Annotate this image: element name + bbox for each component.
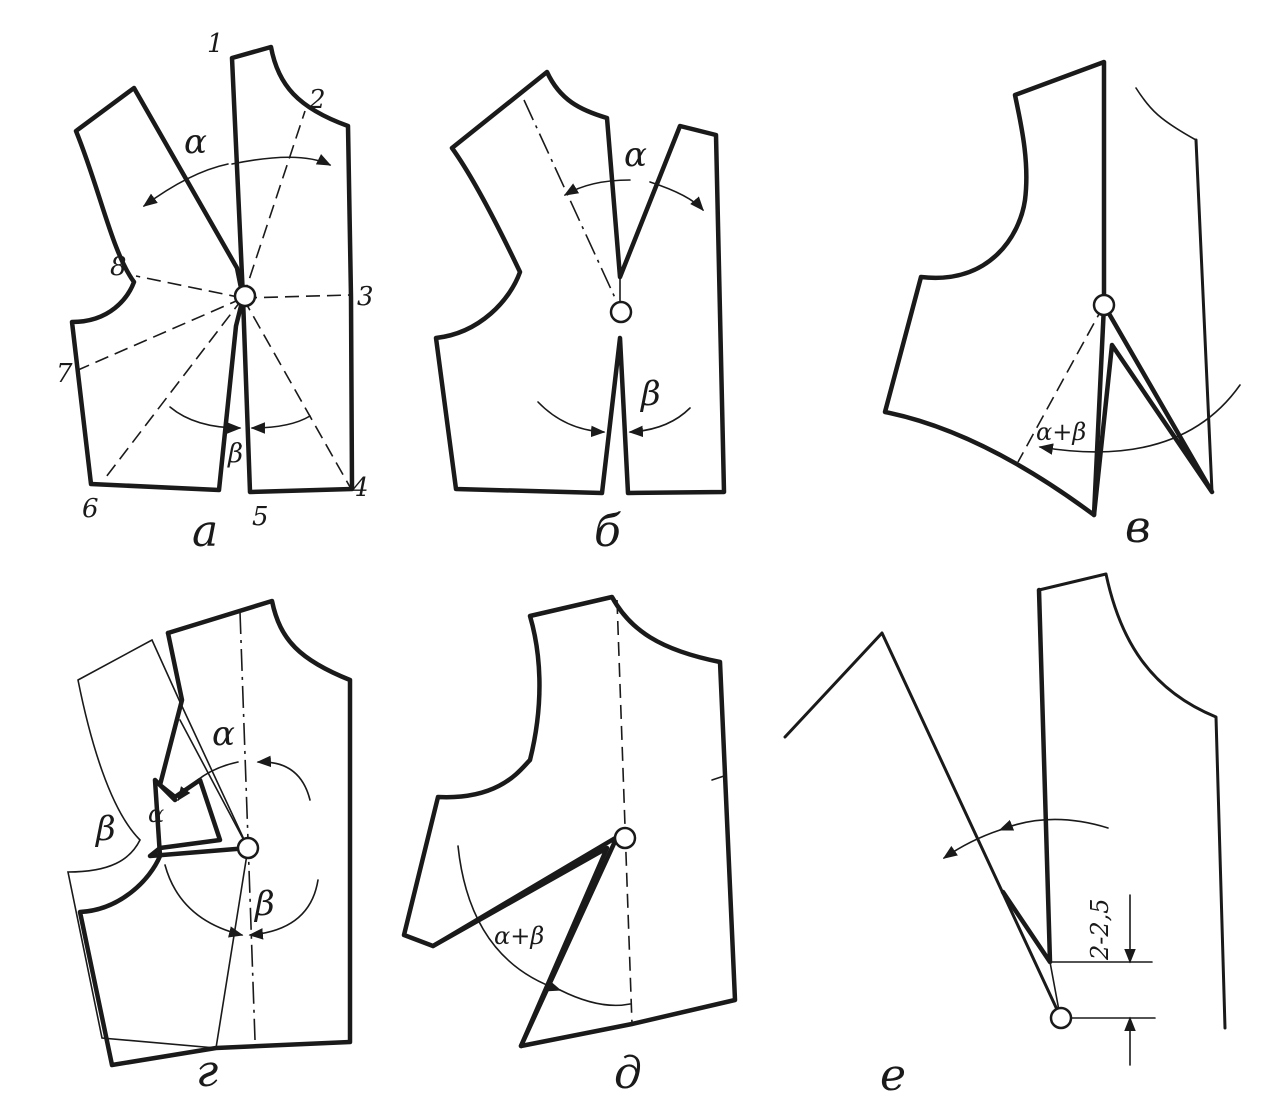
panel-d-center-line: [616, 599, 633, 1025]
panel-g-alpha-arc-left: [177, 761, 239, 802]
panel-g: α β α β г: [67, 598, 353, 1097]
panel-a-point-5: 5: [252, 502, 269, 532]
panel-a-alpha-label: α: [184, 122, 207, 162]
panel-g-back-piece: [67, 638, 249, 1049]
panel-d-caption: д: [614, 1048, 642, 1099]
panel-e-pivot: [1049, 1006, 1073, 1030]
panel-d-pivot: [613, 826, 637, 850]
panel-b-beta-label: β: [639, 374, 661, 414]
panel-a-point-8: 8: [110, 252, 127, 282]
panel-a-line-2: [242, 110, 306, 299]
panel-a-line-4: [242, 297, 351, 488]
panel-v-outline: [882, 59, 1107, 518]
panel-g-beta-label: β: [253, 884, 275, 924]
panel-g-alpha-small: α: [148, 800, 164, 828]
panel-e-outline: [783, 572, 1227, 1030]
panel-a-beta-arc: [169, 406, 242, 434]
panel-e-dimension-label: 2-2,5: [1086, 898, 1114, 961]
panel-d-outline: [401, 594, 738, 1049]
panel-b-alpha-arc-left: [563, 179, 631, 196]
panel-a-caption: а: [192, 506, 218, 557]
panel-g-dart-upper: [147, 630, 251, 859]
panel-a-alpha-arc-left: [142, 163, 229, 207]
panel-a-point-7: 7: [56, 359, 73, 389]
panel-a-line-3: [242, 294, 351, 299]
panel-g-thin-line: [179, 719, 249, 849]
panel-a-point-4: 4: [351, 473, 369, 503]
panel-a-pivot: [233, 284, 257, 308]
panel-g-caption: г: [196, 1046, 218, 1097]
panel-g-pivot: [236, 836, 260, 860]
panel-a-line-8: [135, 275, 244, 299]
panel-e-dart-thin: [1049, 961, 1061, 1017]
panel-d-sum-arc: [457, 845, 562, 992]
panel-b-caption: б: [594, 506, 621, 557]
panel-v-dash-line: [1017, 304, 1105, 463]
panel-a-point-3: 3: [357, 282, 374, 312]
panel-a-point-1: 1: [207, 29, 224, 59]
panel-e-arc-left: [942, 829, 1001, 859]
panel-a-beta-label: β: [227, 439, 243, 469]
panel-g-alpha-label: α: [212, 714, 235, 754]
panel-v-sum-label: α+β: [1036, 418, 1086, 446]
panel-a-right-piece: [229, 44, 355, 495]
panel-d-sum-label: α+β: [494, 922, 544, 950]
panel-b-outline: [433, 69, 727, 496]
panel-g-alpha-arc: [256, 755, 311, 801]
panel-v-pivot: [1092, 293, 1116, 317]
panel-a: α β 1 2 3 4 5 6 7 8 а: [56, 29, 374, 557]
panel-d-dart: [430, 834, 620, 1049]
panel-d: α+β д: [401, 594, 738, 1099]
panel-e-arc: [998, 818, 1109, 831]
panel-v-caption: в: [1125, 502, 1151, 553]
panel-v-right-edge: [1194, 138, 1214, 494]
panel-e-dart-thick: [1000, 587, 1053, 965]
panel-a-line-6: [102, 297, 244, 482]
panel-g-beta-small: β: [94, 809, 116, 849]
panel-b: α β б: [433, 69, 727, 557]
panel-b-beta-arc: [537, 401, 606, 438]
panel-v: α+β в: [882, 59, 1241, 553]
panel-a-left-piece: [69, 85, 246, 493]
panel-v-right-side: [1135, 87, 1197, 141]
panel-b-alpha-arc: [649, 181, 704, 212]
panel-b-beta-arc-right: [628, 407, 691, 438]
panel-b-alpha-label: α: [624, 135, 647, 175]
panel-g-center-line: [239, 611, 256, 1041]
panel-g-beta-arc-right: [248, 879, 319, 940]
panel-v-sum-arc: [1038, 384, 1241, 455]
panel-g-front-piece: [77, 598, 353, 1068]
panel-a-point-6: 6: [82, 494, 99, 524]
panel-d-sum-arc-tail: [559, 989, 631, 1007]
panel-e: 2-2,5 е: [783, 572, 1227, 1101]
panel-a-point-2: 2: [308, 85, 326, 115]
panel-g-beta-arc: [164, 864, 244, 938]
panel-a-beta-arc-right: [250, 415, 311, 434]
panel-b-pivot: [609, 300, 633, 324]
panel-a-alpha-arc: [231, 154, 332, 166]
panel-a-line-7: [77, 297, 244, 371]
panel-b-center-line: [523, 99, 617, 301]
panel-e-caption: е: [880, 1050, 906, 1101]
panel-v-rotated-dart: [1091, 302, 1215, 518]
panel-d-tick: [711, 775, 725, 781]
